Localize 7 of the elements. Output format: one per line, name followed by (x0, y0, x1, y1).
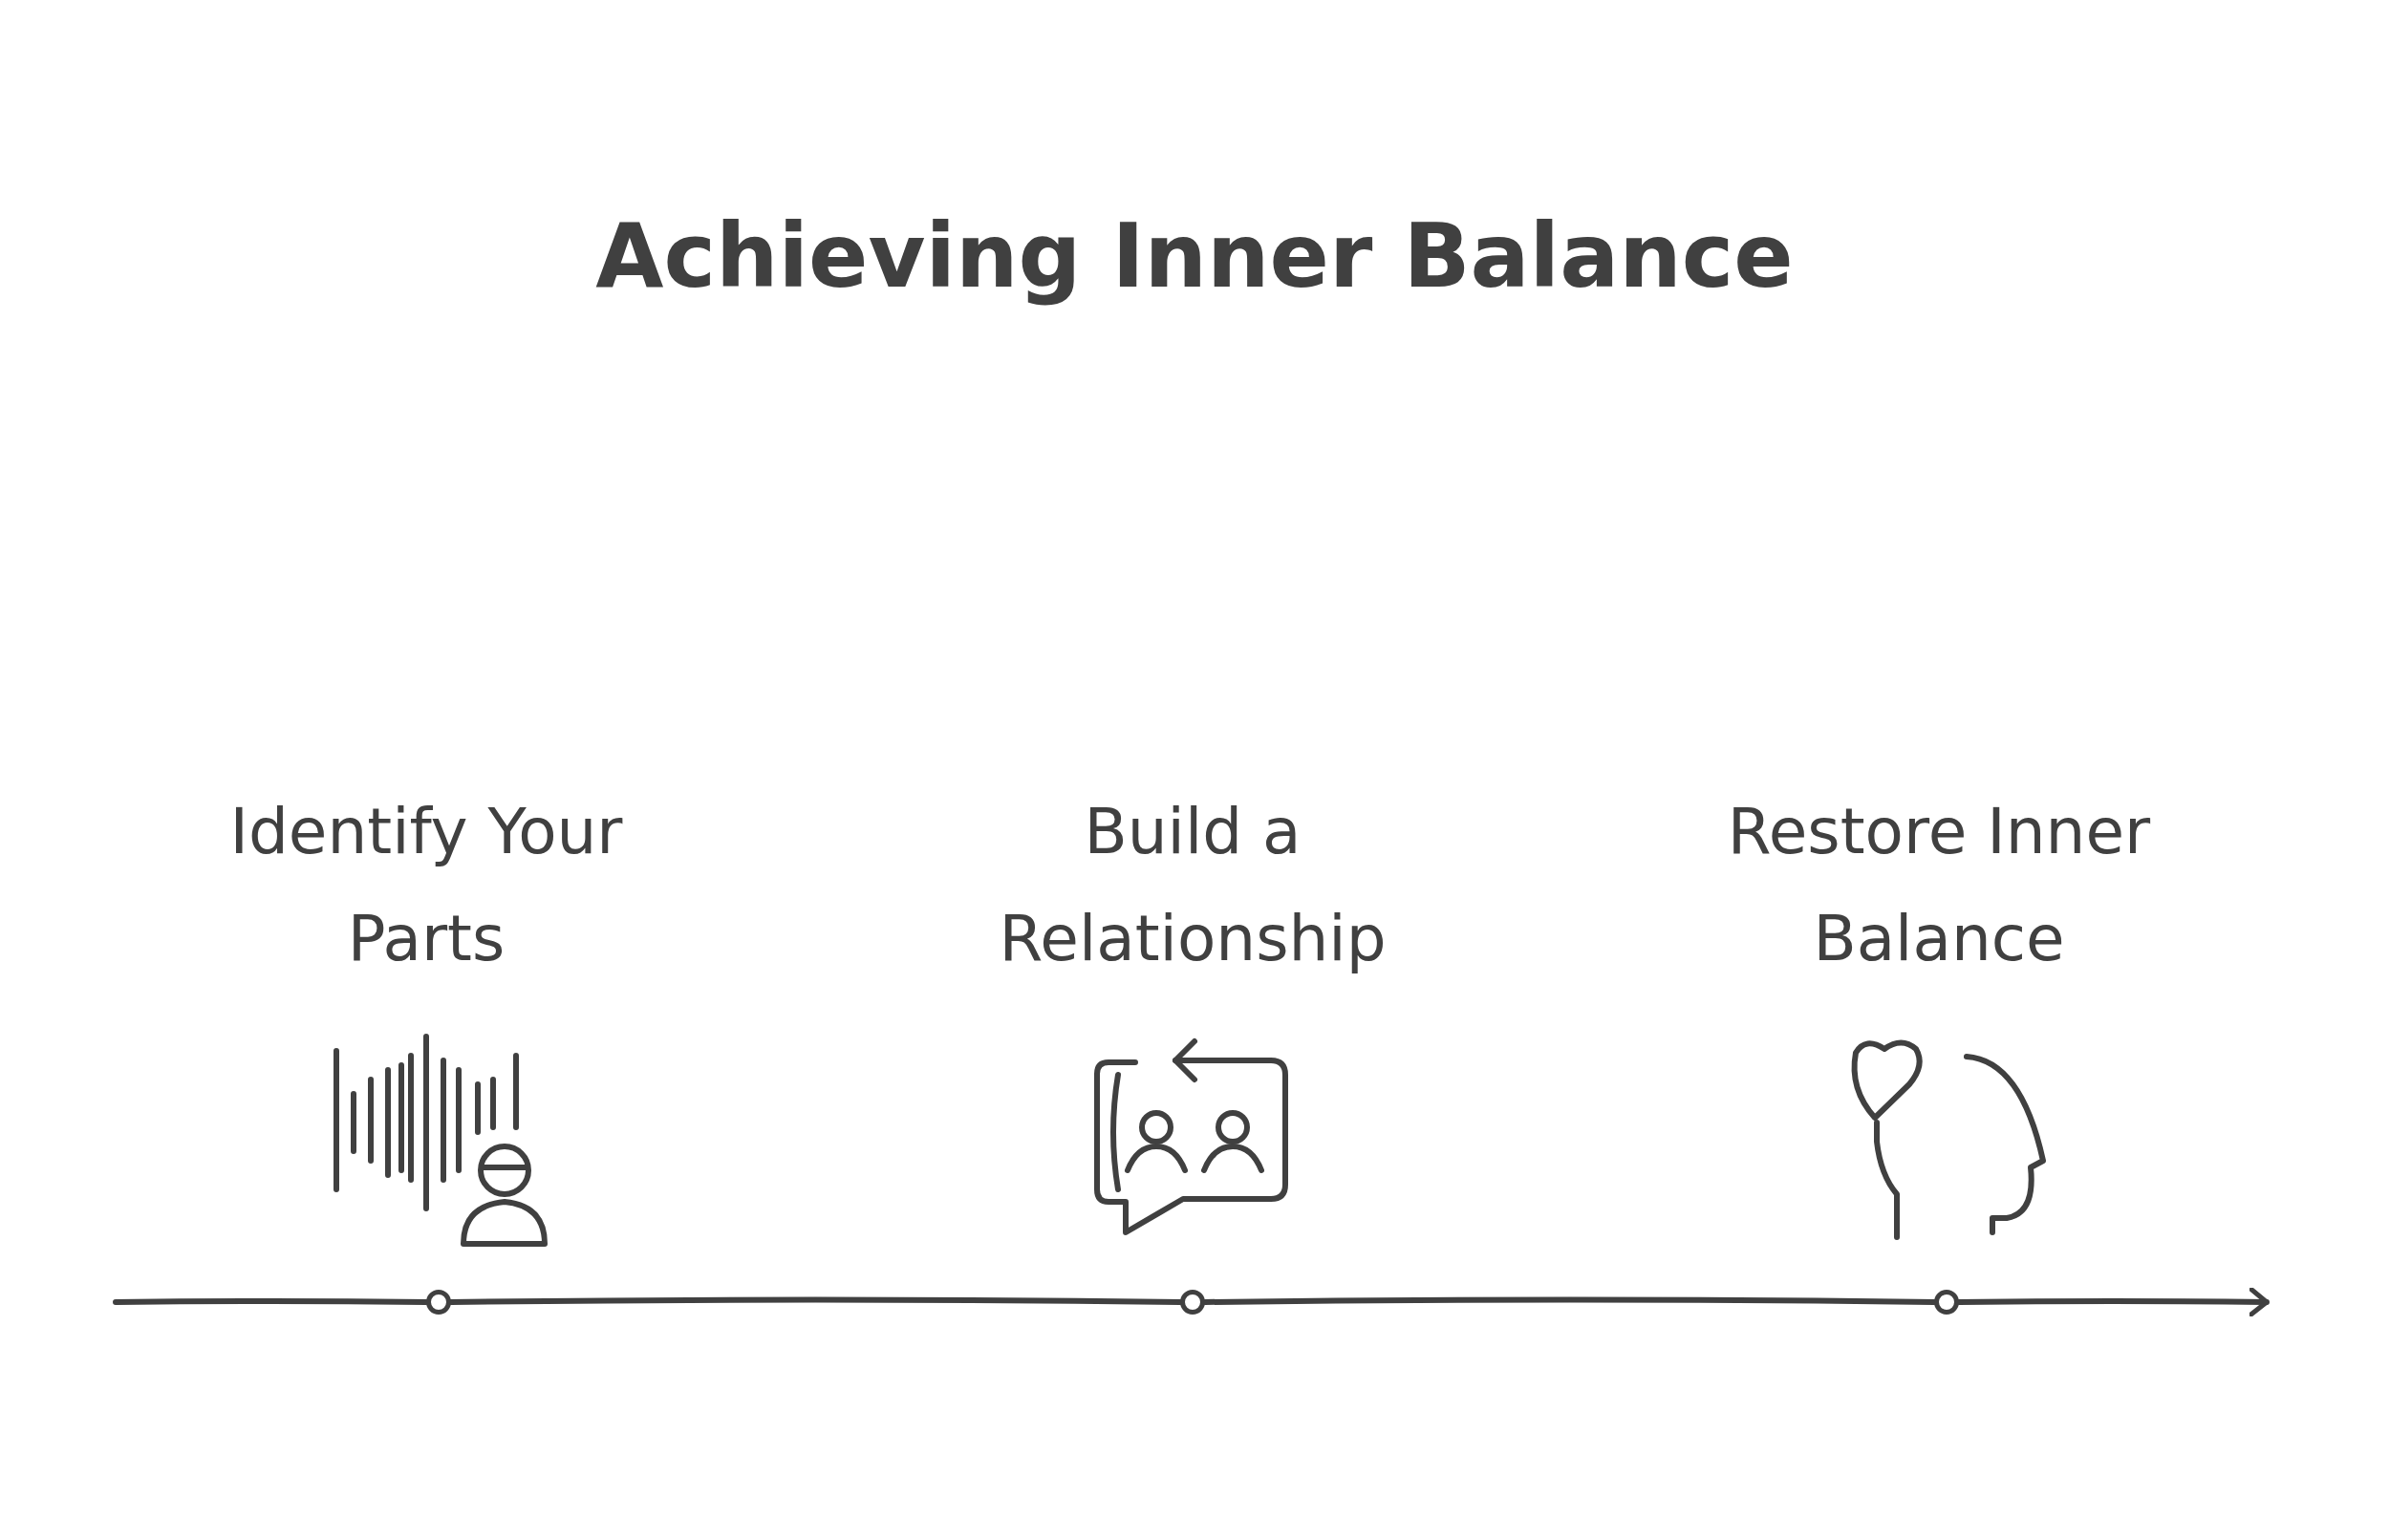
timeline-marker (1180, 1290, 1205, 1315)
step-label: Restore Inner Balance (1671, 779, 2206, 993)
title: Achieving Inner Balance (594, 205, 1795, 308)
timeline-marker (1934, 1290, 1959, 1315)
timeline-marker (426, 1290, 451, 1315)
step-label: Identify Your Parts (159, 779, 694, 993)
step-label: Build a Relationship (925, 779, 1460, 993)
